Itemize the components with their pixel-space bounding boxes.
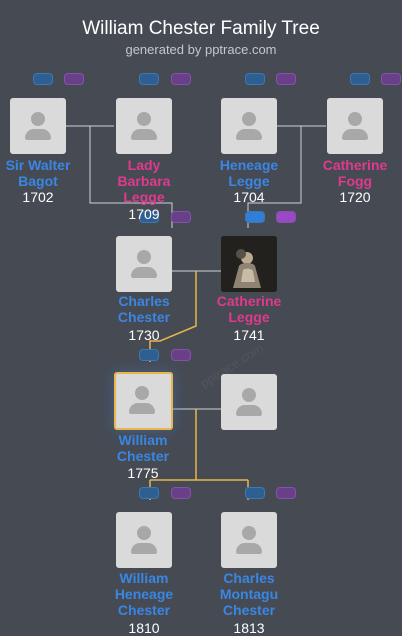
mother-link-icon[interactable] (171, 487, 191, 499)
person-silhouette-icon (242, 388, 256, 402)
father-link-icon[interactable] (350, 73, 370, 85)
person-card-heneage[interactable] (221, 98, 277, 154)
person-year: 1775 (127, 465, 159, 481)
page-title: William Chester Family Tree (82, 18, 320, 39)
page-subtitle: generated by pptrace.com (125, 42, 277, 57)
father-link-icon[interactable] (139, 211, 159, 223)
mother-link-icon[interactable] (381, 73, 401, 85)
mother-link-icon[interactable] (171, 211, 191, 223)
person-year: 1704 (233, 189, 265, 205)
father-link-icon[interactable] (33, 73, 53, 85)
person-silhouette-icon (31, 112, 45, 126)
person-card-barbara[interactable] (116, 98, 172, 154)
person-silhouette-icon (242, 526, 256, 540)
person-year: 1720 (339, 189, 371, 205)
person-card-charles[interactable] (116, 236, 172, 292)
person-year: 1730 (128, 327, 160, 343)
person-year: 1702 (22, 189, 54, 205)
person-card-catherine-fogg[interactable] (327, 98, 383, 154)
person-card-william-heneage[interactable] (116, 512, 172, 568)
person-portrait-photo[interactable] (221, 236, 277, 292)
mother-link-icon[interactable] (64, 73, 84, 85)
mother-link-icon[interactable] (171, 349, 191, 361)
father-link-icon[interactable] (139, 487, 159, 499)
person-silhouette-icon (242, 112, 256, 126)
mother-link-icon[interactable] (276, 73, 296, 85)
person-silhouette-icon (137, 250, 151, 264)
person-silhouette-icon (135, 386, 149, 400)
person-silhouette-icon (348, 112, 362, 126)
mother-link-icon[interactable] (276, 487, 296, 499)
father-link-icon[interactable] (245, 211, 265, 223)
mother-link-icon[interactable] (276, 211, 296, 223)
person-year: 1813 (233, 620, 265, 636)
father-link-icon[interactable] (245, 73, 265, 85)
father-link-icon[interactable] (245, 487, 265, 499)
descent-line (149, 271, 197, 362)
person-silhouette-icon (137, 112, 151, 126)
person-card-charles-montagu[interactable] (221, 512, 277, 568)
person-year: 1810 (128, 620, 160, 636)
person-year: 1741 (233, 327, 265, 343)
person-card-william-selected[interactable] (114, 372, 173, 430)
mother-link-icon[interactable] (171, 73, 191, 85)
father-link-icon[interactable] (139, 349, 159, 361)
person-card-spouse[interactable] (221, 374, 277, 430)
person-silhouette-icon (137, 526, 151, 540)
portrait-image (221, 236, 277, 292)
father-link-icon[interactable] (139, 73, 159, 85)
person-year: 1709 (128, 206, 160, 222)
person-card-walter[interactable] (10, 98, 66, 154)
